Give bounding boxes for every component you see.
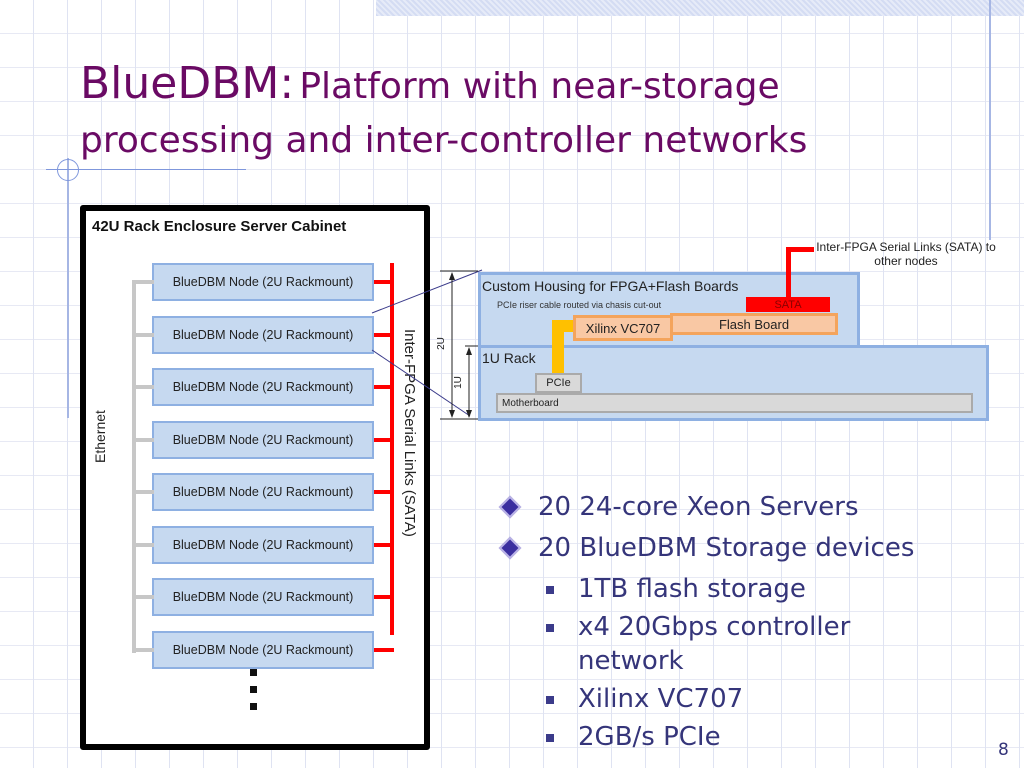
- diamond-bullet-icon: [498, 495, 522, 518]
- rack-node: BlueDBM Node (2U Rackmount): [152, 630, 374, 669]
- ethernet-link: [132, 647, 154, 652]
- bullet-text: 20 24-core Xeon Servers: [538, 491, 859, 522]
- rack-1u-label: 1U Rack: [482, 350, 536, 366]
- bullet-list: 20 24-core Xeon Servers 20 BlueDBM Stora…: [496, 486, 914, 754]
- ethernet-bus: [132, 282, 136, 653]
- rack-node: BlueDBM Node (2U Rackmount): [152, 263, 374, 301]
- title-main: BlueDBM:: [80, 58, 295, 109]
- sub-bullet-item: 2GB/s PCIe: [496, 720, 914, 754]
- sata-link: [374, 437, 394, 442]
- sub-bullet-item: x4 20Gbps controller network: [496, 610, 914, 678]
- ethernet-link: [132, 385, 154, 389]
- sata-link: [374, 595, 394, 599]
- title-underline: [46, 169, 246, 170]
- connector-line-bottom: [371, 349, 471, 417]
- sata-wire-horizontal: [786, 247, 814, 252]
- ethernet-link: [132, 332, 154, 337]
- decorative-crosshair-circle: [57, 159, 79, 181]
- bullet-item: 20 24-core Xeon Servers: [496, 486, 914, 527]
- motherboard: Motherboard: [496, 393, 973, 413]
- cabinet-title: 42U Rack Enclosure Server Cabinet: [92, 218, 347, 235]
- flash-board: Flash Board: [670, 313, 838, 335]
- bullet-item: 20 BlueDBM Storage devices: [496, 527, 914, 568]
- rack-cabinet-diagram: 42U Rack Enclosure Server Cabinet BlueDB…: [80, 205, 430, 750]
- page-number: 8: [998, 740, 1009, 760]
- sub-bullet-text: x4 20Gbps controller network: [578, 612, 851, 676]
- ethernet-link: [132, 490, 154, 494]
- riser-cable-note: PCIe riser cable routed via chasis cut-o…: [497, 300, 662, 310]
- square-bullet-icon: [546, 734, 554, 742]
- decorative-top-band: [376, 0, 1024, 16]
- square-bullet-icon: [546, 586, 554, 594]
- rack-node: BlueDBM Node (2U Rackmount): [152, 578, 374, 616]
- sub-bullet-item: Xilinx VC707: [496, 682, 914, 716]
- pcie-riser-cable: [552, 323, 564, 375]
- slide-title: BlueDBM: Platform with near-storage proc…: [80, 58, 807, 167]
- rack-node: BlueDBM Node (2U Rackmount): [152, 473, 374, 511]
- sub-bullet-item: 1TB flash storage: [496, 572, 914, 606]
- sub-bullet-text: 2GB/s PCIe: [578, 722, 721, 752]
- square-bullet-icon: [546, 624, 554, 632]
- title-line2: processing and inter-controller networks: [80, 120, 808, 161]
- ethernet-link: [132, 437, 154, 442]
- rack-node: BlueDBM Node (2U Rackmount): [152, 368, 374, 406]
- dimension-2u-label: 2U: [435, 337, 447, 350]
- decorative-vertical-line: [989, 0, 991, 240]
- sub-bullet-text: 1TB flash storage: [578, 574, 806, 604]
- pcie-riser-cable-bend: [552, 320, 576, 332]
- sata-link: [374, 542, 394, 547]
- pcie-slot: PCIe: [535, 373, 582, 393]
- sata-wire: [786, 248, 791, 298]
- sata-link: [374, 332, 394, 337]
- dimension-1u-label: 1U: [452, 376, 464, 389]
- sub-bullet-text: Xilinx VC707: [578, 684, 744, 714]
- sata-link: [374, 647, 394, 652]
- ethernet-link: [132, 280, 154, 284]
- sata-connector: SATA: [746, 297, 830, 312]
- title-subtitle: Platform with near-storage: [299, 66, 780, 107]
- more-nodes-ellipsis: [250, 669, 258, 720]
- sata-link: [374, 490, 394, 494]
- ethernet-link: [132, 542, 154, 547]
- sata-bus: [390, 263, 394, 635]
- xilinx-fpga-board: Xilinx VC707: [573, 315, 673, 341]
- sata-link: [374, 385, 394, 389]
- diamond-bullet-icon: [498, 536, 522, 559]
- square-bullet-icon: [546, 696, 554, 704]
- sata-callout-label: Inter-FPGA Serial Links (SATA) to other …: [816, 240, 996, 268]
- housing-title: Custom Housing for FPGA+Flash Boards: [482, 278, 739, 294]
- sata-link: [374, 280, 394, 284]
- rack-node: BlueDBM Node (2U Rackmount): [152, 315, 374, 354]
- decorative-vertical-line-left: [67, 158, 69, 418]
- bullet-text: 20 BlueDBM Storage devices: [538, 532, 915, 563]
- connector-line-top: [371, 269, 483, 314]
- ethernet-link: [132, 595, 154, 599]
